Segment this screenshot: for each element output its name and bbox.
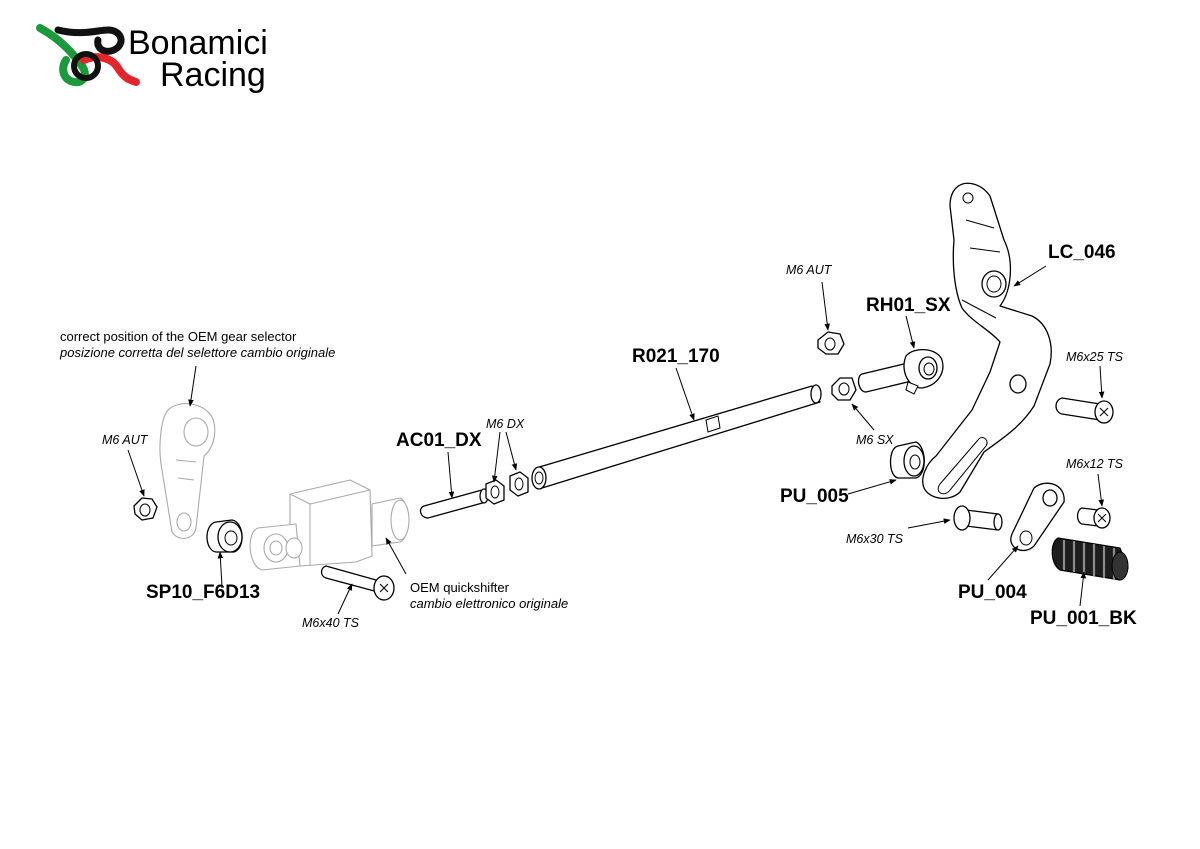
pu-001-bk-peg xyxy=(1051,537,1129,581)
quickshifter-note-it: cambio elettronico originale xyxy=(410,596,568,611)
m6-aut-left-label: M6 AUT xyxy=(102,433,149,447)
m6-sx-nut xyxy=(831,377,857,401)
selector-note-it: posizione corretta del selettore cambio … xyxy=(59,345,335,360)
m6x25-ts-screw xyxy=(1055,397,1114,424)
m6-sx-label: M6 SX xyxy=(856,433,894,447)
m6-aut-nut-left xyxy=(133,497,158,521)
oem-quickshifter xyxy=(249,479,410,571)
m6-dx-nut-1 xyxy=(485,479,505,505)
lc-046-label: LC_046 xyxy=(1048,242,1116,263)
m6x25-ts-label: M6x25 TS xyxy=(1066,350,1124,364)
pu-005-spacer xyxy=(889,441,925,479)
m6-aut-right-label: M6 AUT xyxy=(786,263,833,277)
sp10-f6d13-label: SP10_F6D13 xyxy=(146,582,260,603)
brand-line2: Racing xyxy=(160,56,266,94)
m6-dx-label: M6 DX xyxy=(486,417,525,431)
lc-046-lever xyxy=(922,182,1052,499)
selector-note-en: correct position of the OEM gear selecto… xyxy=(60,329,297,344)
m6-aut-nut-right xyxy=(817,331,845,355)
quickshifter-note-en: OEM quickshifter xyxy=(410,580,510,595)
m6x12-ts-screw xyxy=(1076,507,1111,529)
rh01-sx-label: RH01_SX xyxy=(866,295,951,316)
m6x30-ts-bolt xyxy=(953,505,1003,531)
m6x40-ts-label: M6x40 TS xyxy=(302,616,360,630)
r021-170-rod xyxy=(531,384,822,490)
bonamici-racing-logo: Bonamici Racing xyxy=(36,24,268,94)
ac01-dx-label: AC01_DX xyxy=(396,430,482,451)
logo-mark xyxy=(36,24,140,87)
ac01-dx-pin xyxy=(419,488,489,519)
r021-170-label: R021_170 xyxy=(632,346,720,367)
pu-004-plate xyxy=(1010,482,1065,551)
m6-dx-nut-2 xyxy=(509,471,529,497)
rh01-sx-rod-end xyxy=(857,349,944,395)
sp10-f6d13-spacer xyxy=(206,519,243,553)
m6x30-ts-label: M6x30 TS xyxy=(846,532,904,546)
pu-005-label: PU_005 xyxy=(780,486,849,507)
pu-001-bk-label: PU_001_BK xyxy=(1030,608,1137,629)
pu-004-label: PU_004 xyxy=(958,582,1027,603)
brand-line1: Bonamici xyxy=(128,24,268,62)
m6x12-ts-label: M6x12 TS xyxy=(1066,457,1124,471)
leader-lines xyxy=(127,265,1105,615)
oem-gear-selector xyxy=(159,403,216,539)
m6x40-ts-screw xyxy=(320,565,395,601)
